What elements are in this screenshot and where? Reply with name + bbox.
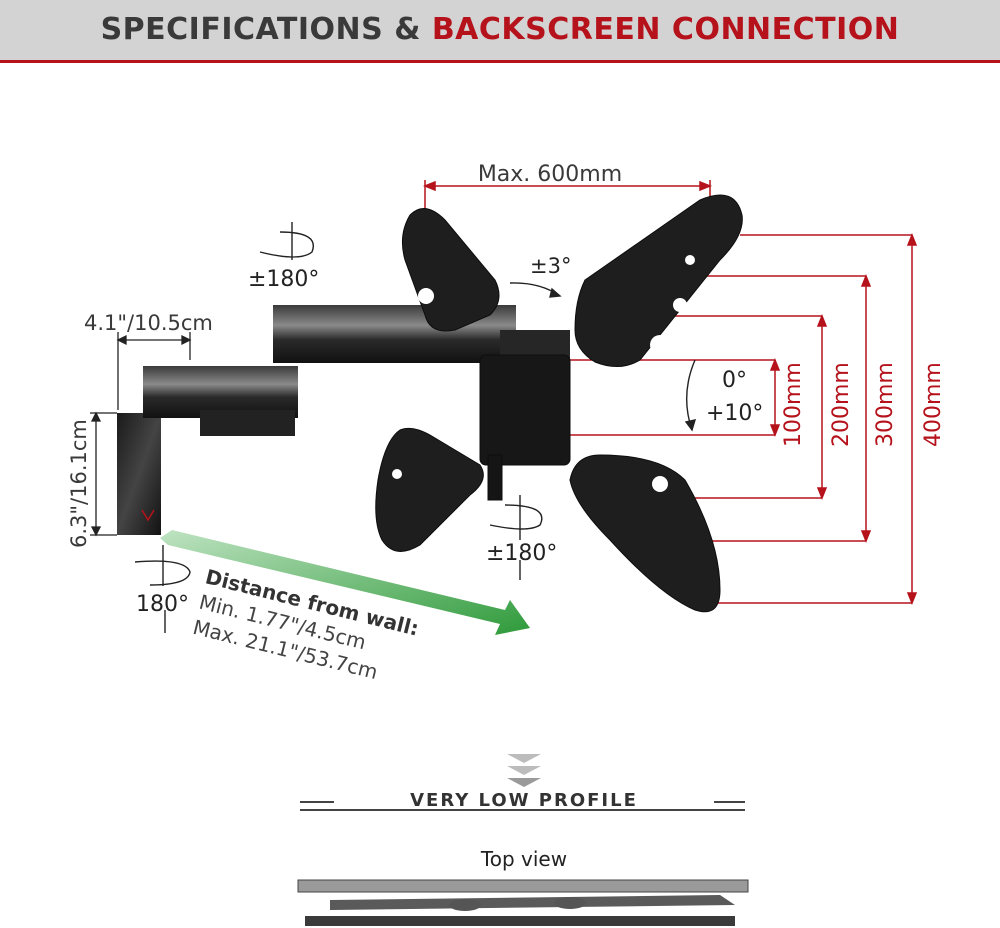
vesa-100-label: 100mm (781, 362, 806, 447)
mount-arm-lower (143, 366, 298, 418)
plate-holes (392, 255, 695, 492)
plate-height-label: 6.3"/16.1cm (67, 419, 91, 548)
top-view-wall (297, 879, 749, 893)
rotation-arrows (134, 222, 697, 633)
top-view-mount (330, 895, 735, 910)
mount-diagram: Max. 600mm ±3° ±180° 0° +10° ±180° 180° … (67, 162, 946, 926)
vesa-300-label: 300mm (873, 362, 898, 447)
tilt-zero-label: 0° (722, 368, 747, 393)
rotation-bottom-label: ±180° (486, 541, 557, 566)
wall-plate (117, 413, 161, 535)
max-width-label: Max. 600mm (478, 162, 622, 187)
arm-dimensions (90, 332, 192, 537)
header-title-backscreen: BACKSCREEN CONNECTION (431, 12, 900, 47)
top-view-label: Top view (480, 847, 567, 871)
profile-label-bg (334, 789, 714, 809)
rotation-wall-label: 180° (136, 592, 189, 617)
header-title-specifications: SPECIFICATIONS & (100, 12, 432, 47)
page-header: SPECIFICATIONS & BACKSCREEN CONNECTION (0, 0, 1000, 63)
top-view-joint-1 (449, 899, 481, 911)
vesa-400-label: 400mm (921, 362, 946, 447)
brand-logo-icon (141, 509, 155, 522)
mount-arm-joint (200, 410, 295, 436)
distance-arrow (160, 530, 530, 635)
tilt-side-label: ±3° (530, 254, 571, 278)
tilt-ten-label: +10° (706, 401, 763, 426)
arm-depth-label: 4.1"/10.5cm (84, 311, 213, 335)
rotation-top-label: ±180° (248, 267, 319, 292)
low-profile-chevrons (507, 754, 541, 787)
very-low-profile-label: VERY LOW PROFILE (410, 790, 638, 811)
top-view-joint-2 (554, 897, 586, 909)
top-view-tv (305, 916, 735, 926)
vesa-200-label: 200mm (829, 362, 854, 447)
